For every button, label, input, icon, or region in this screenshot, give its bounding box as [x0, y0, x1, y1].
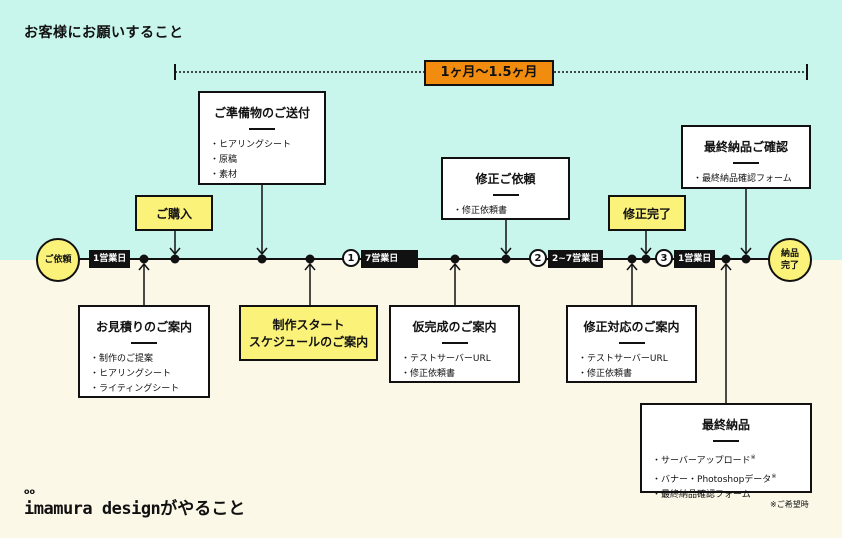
list-item: ・ヒアリングシート [90, 369, 172, 379]
start-circle: ご依頼 [36, 238, 80, 282]
end-circle: 納品 完了 [768, 238, 812, 282]
kickoff-title: 制作スタート スケジュールのご案内 [241, 317, 376, 351]
draft-title: 仮完成のご案内 [412, 320, 497, 334]
arrow-quote [138, 262, 150, 271]
duration-badge-4: 1営業日 [674, 250, 716, 268]
step-number-3: 3 [655, 249, 673, 267]
step-number-1: 1 [342, 249, 360, 267]
end-label-line1: 納品 [780, 249, 799, 259]
revision-done-box: 修正完了 [608, 195, 686, 231]
list-item: ・ライティングシート [90, 384, 180, 394]
divider [249, 128, 275, 130]
end-label-line2: 完了 [780, 261, 799, 271]
duration-badge-3: 2~7営業日 [548, 250, 604, 268]
list-item: ・テストサーバーURL [578, 354, 668, 364]
list-item: ・修正依頼書 [578, 369, 633, 379]
customer-section-title: お客様にお願いすること [24, 25, 184, 41]
quote-title: お見積りのご案内 [95, 320, 192, 334]
brand-dots-mark: oo [24, 487, 35, 496]
divider [441, 342, 468, 344]
revision-request-box: 修正ご依頼 ・修正依頼書 [441, 157, 570, 220]
dot-revision-request [501, 254, 511, 264]
studio-section-title: oo imamura designがやること [24, 488, 246, 520]
list-item: ・原稿 [210, 155, 238, 165]
dot-purchase [170, 254, 180, 264]
dot-revision-done [641, 254, 651, 264]
final-box: 最終納品 ・サーバーアップロード※ ・バナー・Photoshopデータ※ ・最終… [640, 403, 812, 500]
duration-badge-1: 1営業日 [89, 250, 131, 268]
kickoff-box: 制作スタート スケジュールのご案内 [239, 305, 378, 361]
step-number-2: 2 [529, 249, 547, 267]
duration-label: 1ヶ月〜1.5ヶ月 [424, 60, 554, 86]
list-item: ・素材 [210, 170, 238, 180]
dot-final-check [741, 254, 751, 264]
footnote-mark: ※ [750, 454, 756, 461]
materials-title: ご準備物のご送付 [213, 106, 310, 120]
final-title: 最終納品 [701, 418, 750, 432]
materials-box: ご準備物のご送付 ・ヒアリングシート ・原稿 ・素材 [198, 91, 326, 185]
divider [131, 342, 157, 344]
revision-done-label: 修正完了 [622, 207, 671, 221]
arrow-revision-request [500, 247, 512, 256]
dot-final [721, 254, 731, 264]
dot-draft [450, 254, 460, 264]
duration-badge-2: 7営業日 [361, 250, 418, 268]
arrow-final-check [740, 247, 752, 256]
list-item: ・修正依頼書 [453, 206, 508, 216]
quote-box: お見積りのご案内 ・制作のご提案 ・ヒアリングシート ・ライティングシート [78, 305, 210, 398]
dot-revision [627, 254, 637, 264]
footnote-mark: ※ [771, 473, 777, 480]
kickoff-line1: 制作スタート [272, 318, 345, 332]
arrow-revision-done [640, 247, 652, 256]
list-item: ・テストサーバーURL [401, 354, 491, 364]
dot-kickoff [305, 254, 315, 264]
list-item: ・サーバーアップロード※ [652, 454, 756, 466]
list-item: ・最終納品確認フォーム [652, 490, 751, 500]
list-item: ・最終納品確認フォーム [693, 174, 792, 184]
list-item: ・ヒアリングシート [210, 140, 292, 150]
dot-materials [257, 254, 267, 264]
arrow-draft [449, 262, 461, 271]
studio-suffix: がやること [160, 499, 246, 519]
purchase-label: ご購入 [155, 207, 192, 221]
arrow-final [720, 262, 732, 271]
arrow-revision [626, 262, 638, 271]
divider [713, 440, 739, 442]
footnote: ※ご希望時 [770, 500, 809, 509]
divider [492, 194, 519, 196]
divider [733, 162, 759, 164]
revision-box: 修正対応のご案内 ・テストサーバーURL ・修正依頼書 [566, 305, 697, 383]
list-item: ・制作のご提案 [90, 354, 154, 364]
divider [618, 342, 645, 344]
final-check-title: 最終納品ご確認 [703, 140, 788, 154]
list-item: ・修正依頼書 [401, 369, 456, 379]
start-label: ご依頼 [44, 255, 72, 265]
arrow-kickoff [304, 262, 316, 271]
list-item: ・バナー・Photoshopデータ※ [652, 473, 777, 485]
revision-title: 修正対応のご案内 [583, 320, 680, 334]
purchase-box: ご購入 [135, 195, 213, 231]
final-check-box: 最終納品ご確認 ・最終納品確認フォーム [681, 125, 811, 189]
brand-name: imamura design [24, 499, 161, 519]
kickoff-line2: スケジュールのご案内 [248, 335, 369, 349]
dot-quote [139, 254, 149, 264]
revision-request-title: 修正ご依頼 [475, 172, 536, 186]
draft-box: 仮完成のご案内 ・テストサーバーURL ・修正依頼書 [389, 305, 520, 383]
arrow-purchase [169, 247, 181, 256]
arrow-materials [256, 247, 268, 256]
